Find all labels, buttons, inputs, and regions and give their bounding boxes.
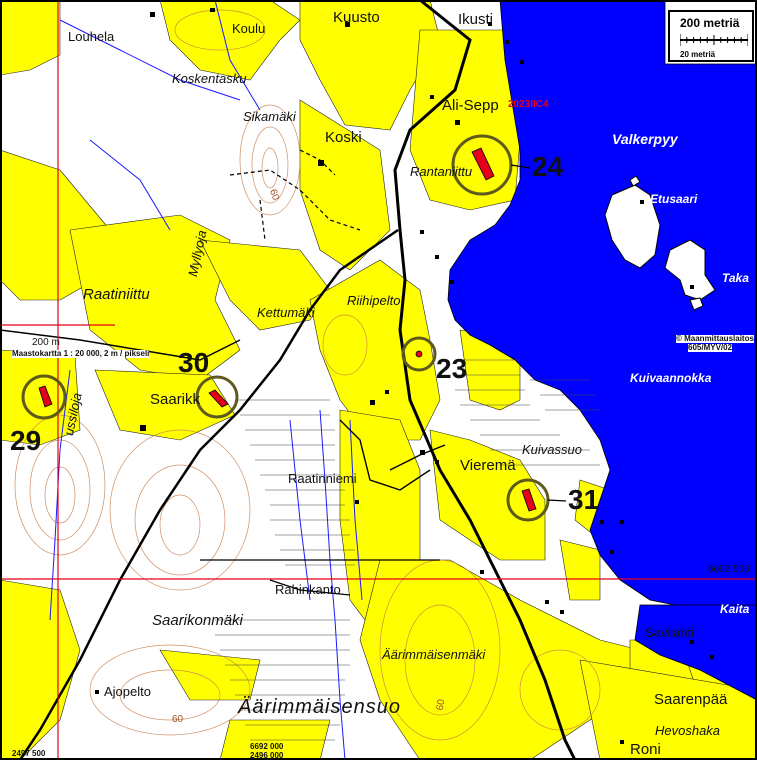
place-ali-sepp: Ali-Sepp xyxy=(442,97,499,114)
grid-label-200m: 200 m xyxy=(32,337,60,348)
place-koski: Koski xyxy=(325,129,362,146)
field-area xyxy=(69,214,241,381)
place-aarimmaisensuo: Äärimmäisensuo xyxy=(238,696,401,718)
copyright-line1: © Maanmittauslaitos xyxy=(676,334,754,343)
contour-label: 60 xyxy=(172,714,184,725)
coord-east-bottom-left: 2497 500 xyxy=(12,749,46,758)
field-area xyxy=(199,239,331,331)
coord-north-right: 6692 500 xyxy=(708,564,750,575)
sheet-code: 2023IIC4 xyxy=(508,99,549,110)
field-area xyxy=(579,659,757,760)
site-marker-24[interactable] xyxy=(451,134,531,196)
site-marker-30[interactable] xyxy=(195,375,239,419)
place-vierema: Vieremä xyxy=(460,457,516,474)
field-area xyxy=(309,259,441,441)
field-area xyxy=(0,0,61,76)
main-road-west xyxy=(18,228,399,760)
island-taka xyxy=(664,239,716,301)
track xyxy=(259,199,266,241)
road xyxy=(269,579,351,596)
field-area xyxy=(559,539,601,601)
place-kuivaannokka: Kuivaannokka xyxy=(630,371,712,385)
site-markers[interactable] xyxy=(21,134,567,522)
contour-lines xyxy=(14,9,601,741)
contour-label: 60 xyxy=(434,698,448,712)
place-rahinkanto: Rahinkanto xyxy=(275,582,341,597)
map-sheet-info: Maastokartta 1 : 20 000, 2 m / pikseli xyxy=(12,349,150,358)
place-kuusto: Kuusto xyxy=(333,9,380,26)
place-kettumaki: Kettumäki xyxy=(257,305,315,320)
place-raatinniemi: Raatinniemi xyxy=(288,471,357,486)
place-saarikk: Saarikk xyxy=(150,391,201,408)
buildings xyxy=(95,8,714,744)
track xyxy=(229,169,361,231)
site-number-24[interactable]: 24 xyxy=(532,151,564,182)
scale-subtitle: 20 metriä xyxy=(680,50,716,59)
field-area xyxy=(0,579,81,760)
place-rantaniittu: Rantaniittu xyxy=(410,164,473,179)
field-area xyxy=(429,429,546,561)
road xyxy=(339,419,431,491)
place-kaita: Kaita xyxy=(720,602,750,616)
site-marker-23[interactable] xyxy=(401,336,437,372)
island-small xyxy=(629,175,641,187)
site-number-31[interactable]: 31 xyxy=(568,484,600,515)
place-kuivassuo: Kuivassuo xyxy=(522,442,582,457)
place-koulu: Koulu xyxy=(232,21,266,36)
copyright-line2: 605/MYV/02 xyxy=(688,343,733,352)
lake-valkerpyy-south xyxy=(634,604,757,701)
site-marker-31[interactable] xyxy=(506,478,567,522)
place-saarenpaa: Saarenpää xyxy=(654,691,728,708)
field-area xyxy=(299,0,441,131)
place-hevoshaka: Hevoshaka xyxy=(655,723,721,738)
place-saarikonmaki: Saarikonmäki xyxy=(152,612,243,629)
streams xyxy=(49,0,363,760)
scale-bar xyxy=(680,34,748,46)
site-number-30[interactable]: 30 xyxy=(178,347,210,378)
islands xyxy=(604,175,716,311)
field-area xyxy=(159,649,261,701)
place-sikamaki: Sikamäki xyxy=(243,109,296,124)
coord-north-bottom: 6692 000 xyxy=(250,742,284,751)
island-small xyxy=(689,297,704,311)
island-etusaari xyxy=(604,184,661,269)
place-louhela: Louhela xyxy=(68,29,115,44)
place-taka: Taka xyxy=(722,271,749,285)
site-number-23[interactable]: 23 xyxy=(436,353,468,384)
place-koskentasku: Koskentasku xyxy=(172,71,247,86)
place-roni: Roni xyxy=(630,741,661,758)
scale-title: 200 metriä xyxy=(680,16,740,30)
coord-east-bottom-center: 2496 000 xyxy=(250,751,284,760)
place-aarimmaisenmaki: Äärimmäisenmäki xyxy=(382,647,486,662)
field-area xyxy=(159,0,301,81)
field-area xyxy=(299,99,391,271)
place-valkerpyy: Valkerpyy xyxy=(612,131,678,147)
scale-bar-box: 200 metriä 20 metriä xyxy=(668,10,754,62)
place-etusaari: Etusaari xyxy=(650,192,698,206)
site-marker-29[interactable] xyxy=(21,374,67,420)
place-savilahti: Savilahti xyxy=(645,625,695,640)
place-ajopelto: Ajopelto xyxy=(104,684,151,699)
place-riihipelto: Riihipelto xyxy=(347,293,401,308)
place-ikusti: Ikusti xyxy=(458,11,494,28)
swamp-hatching xyxy=(215,359,600,741)
site-number-29[interactable]: 29 xyxy=(10,425,42,456)
place-raatiniittu: Raatiniittu xyxy=(83,286,150,303)
main-road xyxy=(393,0,577,760)
